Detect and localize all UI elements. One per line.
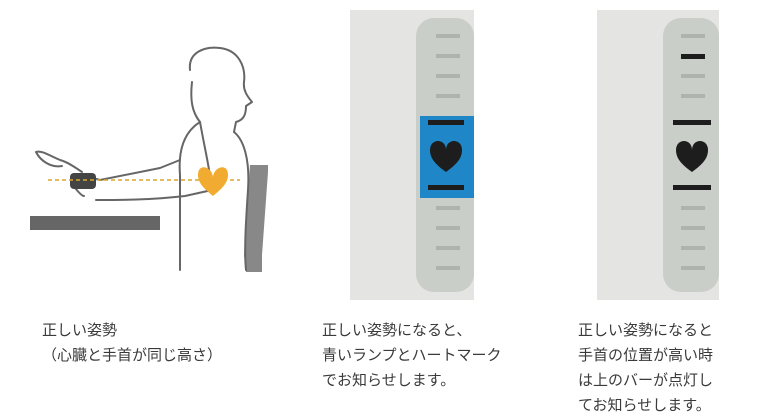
caption-high: 正しい姿勢になると 手首の位置が高い時 は上のバーが点灯し てお知らせします。	[578, 318, 713, 418]
table-top	[30, 216, 160, 230]
caption-line: 正しい姿勢	[42, 321, 118, 339]
chair-back	[244, 165, 268, 272]
indicator-high-panel	[597, 10, 719, 300]
body-outline	[35, 46, 253, 271]
upper-bar	[428, 120, 464, 125]
seated-person-figure	[30, 46, 268, 272]
high-position-bar	[681, 54, 705, 59]
caption-posture: 正しい姿勢 （心臓と手首が同じ高さ）	[42, 318, 222, 368]
caption-line: は上のバーが点灯し	[578, 371, 714, 389]
caption-line: 青いランプとハートマーク	[322, 346, 502, 364]
heart-icon	[430, 141, 462, 172]
caption-correct: 正しい姿勢になると、 青いランプとハートマーク でお知らせします。	[322, 318, 502, 393]
heart-icon	[198, 167, 228, 196]
posture-illustration	[0, 0, 300, 300]
lower-bar	[428, 185, 464, 190]
heart-icon	[676, 141, 708, 172]
caption-line: 正しい姿勢になると、	[322, 321, 472, 339]
wrist-cuff	[70, 173, 96, 189]
upper-bar	[673, 120, 711, 125]
lower-bar	[673, 185, 711, 190]
caption-line: 手首の位置が高い時	[578, 346, 714, 364]
caption-line: てお知らせします。	[578, 396, 711, 414]
indicator-correct-display	[350, 10, 474, 300]
indicator-ticks	[681, 34, 705, 270]
indicator-correct-panel	[350, 10, 474, 300]
caption-line: でお知らせします。	[322, 371, 456, 389]
caption-line: 正しい姿勢になると	[578, 321, 714, 339]
indicator-high-display	[597, 10, 719, 300]
indicator-ticks	[436, 34, 460, 270]
caption-line: （心臓と手首が同じ高さ）	[42, 346, 223, 364]
